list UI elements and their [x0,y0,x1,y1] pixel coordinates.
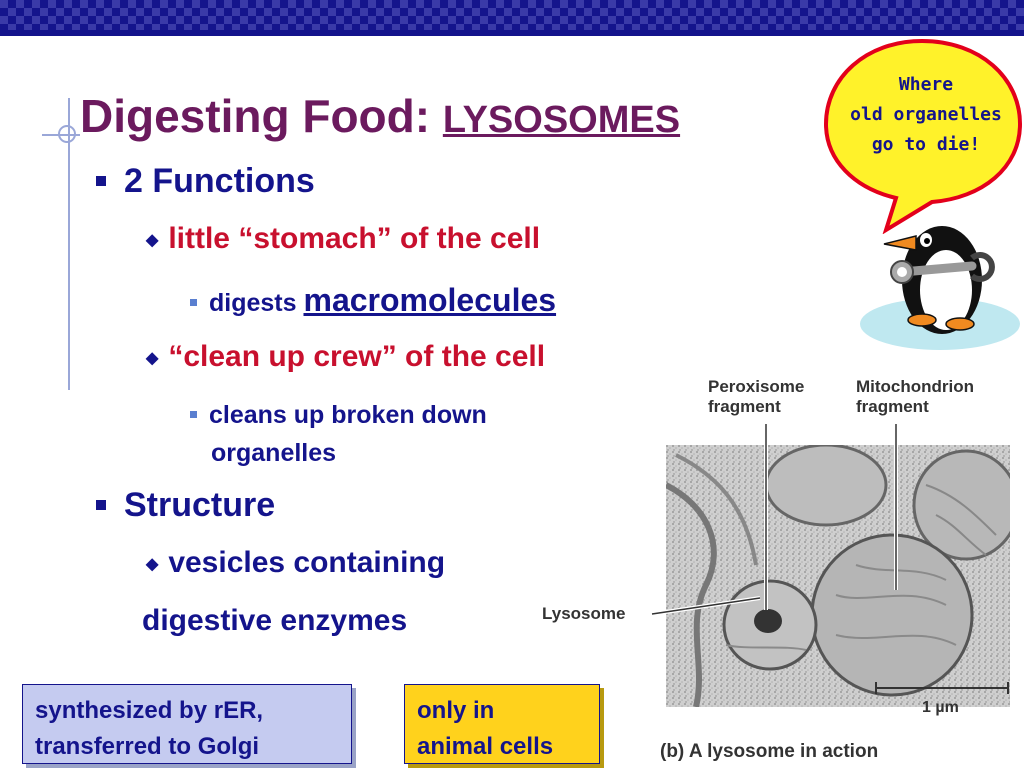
square-bullet-icon [96,500,106,510]
bullet-text: 2 Functions [124,162,315,200]
callout-line: animal cells [417,733,554,760]
callout-line: synthesized by rER, [35,697,264,724]
label-lysosome: Lysosome [542,604,626,623]
title-lysosomes: LYSOSOMES [442,99,681,141]
bullet-enzymes: digestive enzymes [142,604,407,638]
label-line: Mitochondrion [856,377,975,396]
bullet-text: vesicles containing [168,546,446,579]
decorative-circle [58,125,76,143]
bullet-text: cleans up broken down [209,401,487,429]
label-line: Peroxisome [708,377,805,396]
bullet-text: Structure [124,486,276,524]
checkered-banner [0,0,1024,36]
figure-caption: (b) A lysosome in action [660,741,879,762]
bullet-text: little “stomach” of the cell [168,222,541,255]
callout-line: only in [417,697,495,724]
bullet-structure: Structure [96,486,275,525]
bullet-text: “clean up crew” of the cell [168,340,546,373]
square-bullet-icon [96,176,106,186]
callout-synthesized: synthesized by rER, transferred to Golgi [22,684,352,764]
speech-bubble-text: Where old organelles go to die! [836,70,1016,160]
diamond-bullet-icon: ◆ [146,556,159,573]
label-mitochondrion: Mitochondrion fragment [856,377,974,417]
bubble-line: Where [898,74,954,95]
small-square-bullet-icon [190,299,197,306]
bullet-text: digestive enzymes [142,604,408,637]
bullet-functions: 2 Functions [96,162,315,201]
bullet-text-cont: organelles [211,439,337,467]
speech-bubble [823,38,1023,234]
label-peroxisome: Peroxisome fragment [708,377,804,417]
bullet-cleans: cleans up broken down organelles [190,396,487,472]
label-line: fragment [856,397,929,416]
title-main: Digesting Food: [80,90,431,142]
pointer-lines [651,424,1009,694]
diamond-bullet-icon: ◆ [146,350,159,367]
callout-line: transferred to Golgi [35,733,260,760]
bullet-text: digests [209,289,297,317]
bullet-cleanup: ◆ “clean up crew” of the cell [146,340,545,374]
diamond-bullet-icon: ◆ [146,232,159,249]
bubble-line: old organelles [850,104,1002,125]
top-banner [0,0,1024,36]
penguin-icon [860,226,1020,350]
bullet-digests: digests macromolecules [190,282,556,319]
micrograph-figure: Peroxisome fragment Mitochondrion fragme… [540,360,1024,768]
small-square-bullet-icon [190,411,197,418]
decorative-vertical-line [68,98,70,390]
lysosome-micrograph-image [666,445,1010,707]
scale-label: 1 µm [922,699,959,716]
label-line: fragment [708,397,781,416]
macromolecules-text: macromolecules [303,282,557,318]
bullet-stomach: ◆ little “stomach” of the cell [146,222,540,256]
slide-title: Digesting Food: LYSOSOMES [80,86,680,150]
bubble-line: go to die! [871,134,981,155]
callout-animal-cells: only in animal cells [404,684,600,764]
bullet-vesicles: ◆ vesicles containing [146,546,445,580]
